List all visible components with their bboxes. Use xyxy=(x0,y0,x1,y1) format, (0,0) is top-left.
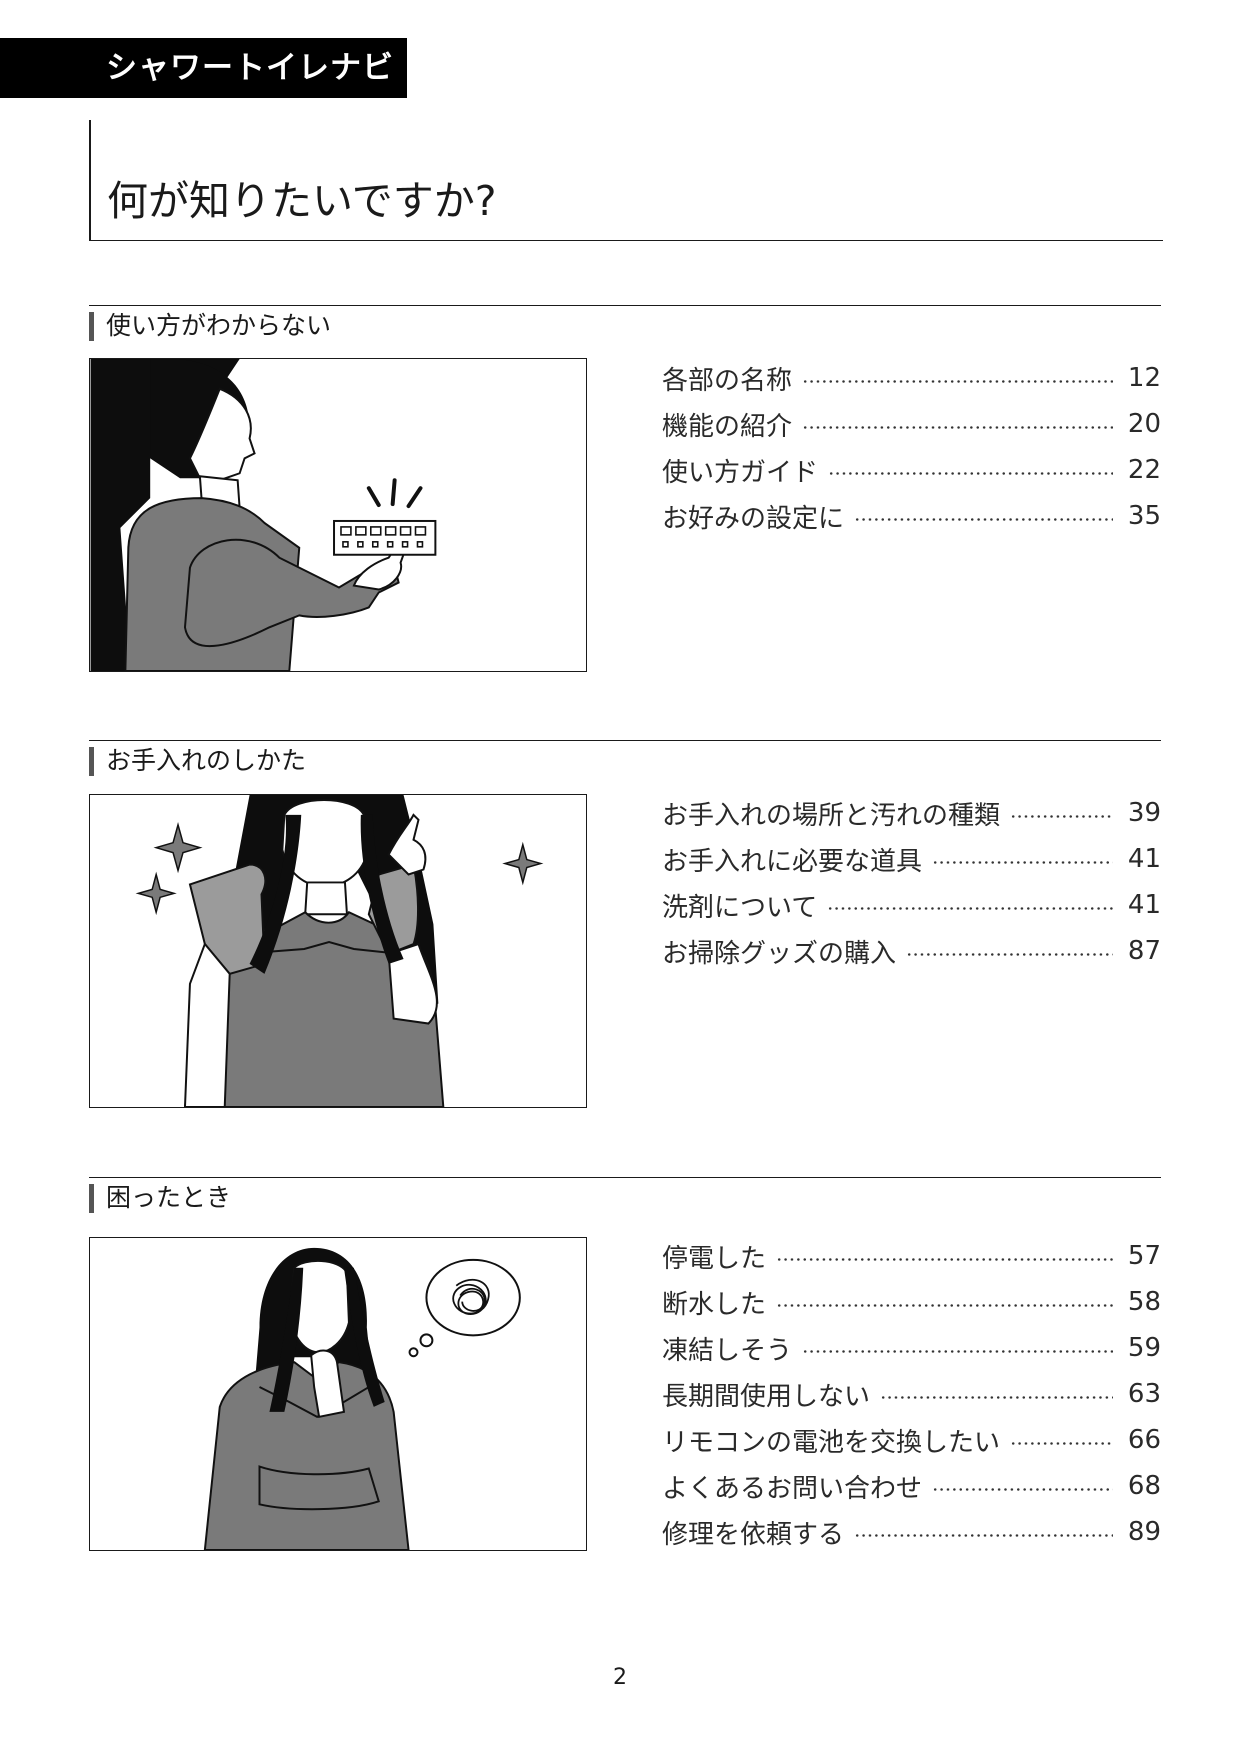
toc-item-page: 41 xyxy=(1127,890,1161,920)
toc-item-page: 57 xyxy=(1127,1241,1161,1271)
toc-item-label: 凍結しそう xyxy=(662,1335,793,1366)
leader-dots xyxy=(1010,814,1113,818)
toc-item-page: 66 xyxy=(1127,1425,1161,1455)
toc-item-label: お手入れに必要な道具 xyxy=(662,846,923,877)
toc-item[interactable]: 停電した 57 xyxy=(662,1233,1161,1279)
section-heading-label: お手入れのしかた xyxy=(106,746,307,775)
leader-dots xyxy=(802,379,1113,383)
leader-dots xyxy=(828,471,1113,475)
scribble-icon xyxy=(452,1279,490,1316)
woman-pressing-remote-icon xyxy=(90,359,437,671)
woman-thinking-icon xyxy=(203,1247,521,1550)
section-cleaning: お手入れのしかた xyxy=(89,740,1161,1130)
section-heading: 使い方がわからない xyxy=(89,305,1161,346)
toc-item-label: お好みの設定に xyxy=(662,503,845,534)
toc-item-label: よくあるお問い合わせ xyxy=(662,1473,923,1504)
toc-item[interactable]: お好みの設定に 35 xyxy=(662,493,1161,539)
page-title: 何が知りたいですか? xyxy=(107,177,497,225)
toc-item-label: 長期間使用しない xyxy=(662,1381,871,1412)
toc-item[interactable]: お掃除グッズの購入 87 xyxy=(662,928,1161,974)
toc-item-page: 58 xyxy=(1127,1287,1161,1317)
section-heading: お手入れのしかた xyxy=(89,740,1161,781)
toc-item[interactable]: 凍結しそう 59 xyxy=(662,1325,1161,1371)
leader-dots xyxy=(854,1533,1113,1537)
toc-item-page: 22 xyxy=(1127,455,1161,485)
section-heading: 困ったとき xyxy=(89,1177,1161,1218)
toc-item-label: 機能の紹介 xyxy=(662,411,793,442)
toc-item-label: 各部の名称 xyxy=(662,365,793,396)
heading-marker xyxy=(89,1184,94,1213)
heading-marker xyxy=(89,312,94,341)
toc-item-label: 洗剤について xyxy=(662,892,818,923)
leader-dots xyxy=(802,425,1113,429)
leader-dots xyxy=(906,952,1113,956)
title-bar: 何が知りたいですか? xyxy=(89,120,1163,241)
leader-dots xyxy=(880,1395,1113,1399)
page-number: 2 xyxy=(613,1665,627,1690)
section-trouble: 困ったとき 停電した 57 xyxy=(89,1177,1161,1567)
toc-item[interactable]: 使い方ガイド 22 xyxy=(662,447,1161,493)
toc-item[interactable]: お手入れの場所と汚れの種類 39 xyxy=(662,790,1161,836)
toc-item-page: 87 xyxy=(1127,936,1161,966)
toc-item-label: 断水した xyxy=(662,1289,767,1320)
woman-with-gloves-icon xyxy=(135,795,544,1107)
section-heading-label: 困ったとき xyxy=(106,1183,232,1212)
toc-item-page: 68 xyxy=(1127,1471,1161,1501)
leader-dots xyxy=(776,1303,1113,1307)
illustration-remote-user xyxy=(89,358,587,672)
toc-list: 停電した 57 断水した 58 凍結しそう 59 長期間使用しない 63 リモコンの電池… xyxy=(662,1233,1161,1555)
toc-item-page: 41 xyxy=(1127,844,1161,874)
leader-dots xyxy=(802,1349,1113,1353)
toc-item[interactable]: 洗剤について 41 xyxy=(662,882,1161,928)
illustration-thinking xyxy=(89,1237,587,1551)
illustration-cleaning-gloves xyxy=(89,794,587,1108)
leader-dots xyxy=(776,1257,1113,1261)
toc-item-page: 59 xyxy=(1127,1333,1161,1363)
toc-item-page: 39 xyxy=(1127,798,1161,828)
leader-dots xyxy=(932,860,1113,864)
leader-dots xyxy=(827,906,1113,910)
leader-dots xyxy=(1010,1441,1113,1445)
toc-item[interactable]: お手入れに必要な道具 41 xyxy=(662,836,1161,882)
toc-item-page: 63 xyxy=(1127,1379,1161,1409)
toc-item-label: 修理を依頼する xyxy=(662,1519,845,1550)
header-tag: シャワートイレナビ xyxy=(0,38,407,98)
toc-item-page: 12 xyxy=(1127,363,1161,393)
toc-item-label: お手入れの場所と汚れの種類 xyxy=(662,800,1001,831)
section-heading-label: 使い方がわからない xyxy=(106,311,332,340)
toc-item[interactable]: 修理を依頼する 89 xyxy=(662,1509,1161,1555)
toc-item[interactable]: リモコンの電池を交換したい 66 xyxy=(662,1417,1161,1463)
heading-marker xyxy=(89,747,94,776)
toc-item-label: 停電した xyxy=(662,1243,767,1274)
toc-item-page: 35 xyxy=(1127,501,1161,531)
toc-item[interactable]: よくあるお問い合わせ 68 xyxy=(662,1463,1161,1509)
toc-list: お手入れの場所と汚れの種類 39 お手入れに必要な道具 41 洗剤について 41 お掃… xyxy=(662,790,1161,974)
section-usage: 使い方がわからない xyxy=(89,305,1161,695)
toc-item[interactable]: 長期間使用しない 63 xyxy=(662,1371,1161,1417)
toc-item[interactable]: 機能の紹介 20 xyxy=(662,401,1161,447)
leader-dots xyxy=(932,1487,1113,1491)
toc-item[interactable]: 断水した 58 xyxy=(662,1279,1161,1325)
toc-list: 各部の名称 12 機能の紹介 20 使い方ガイド 22 お好みの設定に 35 xyxy=(662,355,1161,539)
toc-item-label: 使い方ガイド xyxy=(662,457,819,488)
toc-item-page: 20 xyxy=(1127,409,1161,439)
toc-item-page: 89 xyxy=(1127,1517,1161,1547)
toc-item[interactable]: 各部の名称 12 xyxy=(662,355,1161,401)
toc-item-label: リモコンの電池を交換したい xyxy=(662,1427,1001,1458)
toc-item-label: お掃除グッズの購入 xyxy=(662,938,897,969)
leader-dots xyxy=(854,517,1113,521)
